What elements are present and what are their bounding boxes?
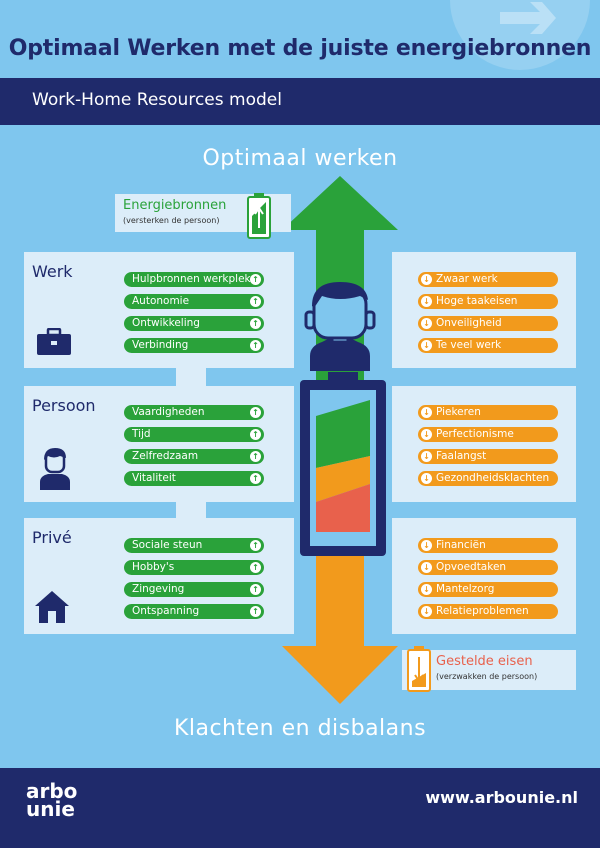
resource-pill: Ontwikkeling↑ [124,316,264,331]
battery-draining-icon [407,646,431,692]
house-icon [35,591,69,623]
resource-pill: Zingeving↑ [124,582,264,597]
person-head-icon [304,282,376,371]
resource-pill: Hulpbronnen werkplek↑ [124,272,264,287]
arrow-down-icon: ↓ [421,407,432,418]
gestelde-eisen-title: Gestelde eisen [436,654,533,669]
energiebronnen-sub: (versterken de persoon) [123,216,220,225]
arrow-down-icon: ↓ [421,584,432,595]
energiebronnen-title: Energiebronnen [123,198,227,213]
resource-pill: Ontspanning↑ [124,604,264,619]
subtitle-band [0,78,600,125]
demand-pill: ↓Gezondheidsklachten [418,471,558,486]
resource-pill: Hobby's↑ [124,560,264,575]
website-link[interactable]: www.arbounie.nl [425,788,578,807]
gestelde-eisen-sub: (verzwakken de persoon) [436,672,538,681]
battery-icon [300,372,386,556]
arrow-down-icon: ↓ [421,540,432,551]
category-werk-title: Werk [32,262,73,281]
arrow-up-icon: ↑ [250,274,261,285]
demand-pill: ↓Relatieproblemen [418,604,558,619]
arrow-down-icon: ↓ [421,318,432,329]
logo-line1: arbo [26,779,78,803]
battery-charging-icon [247,193,271,239]
demand-pill: ↓Piekeren [418,405,558,420]
resource-pill: Verbinding↑ [124,338,264,353]
briefcase-icon [37,328,71,355]
arrow-up-icon: ↑ [250,318,261,329]
person-icon [40,448,70,490]
arrow-right-icon [500,2,556,34]
arrow-up-icon: ↑ [250,540,261,551]
logo-line2: unie [26,797,75,821]
category-persoon-title: Persoon [32,396,96,415]
arrow-down-icon: ↓ [421,451,432,462]
arrow-up-icon: ↑ [250,606,261,617]
demand-pill: ↓Zwaar werk [418,272,558,287]
arrow-up-icon: ↑ [250,473,261,484]
arrow-down-icon: ↓ [421,562,432,573]
resource-pill: Vaardigheden↑ [124,405,264,420]
arrow-up-icon: ↑ [250,296,261,307]
arrow-up-icon: ↑ [250,340,261,351]
arrow-down-icon: ↓ [421,340,432,351]
top-label: Optimaal werken [202,146,398,171]
resource-pill: Autonomie↑ [124,294,264,309]
resource-pill: Zelfredzaam↑ [124,449,264,464]
arrow-down-icon: ↓ [421,296,432,307]
demand-pill: ↓Mantelzorg [418,582,558,597]
demand-pill: ↓Perfectionisme [418,427,558,442]
page-title: Optimaal Werken met de juiste energiebro… [8,36,592,61]
demand-pill: ↓Financiën [418,538,558,553]
resource-pill: Vitaliteit↑ [124,471,264,486]
arrow-down-icon: ↓ [421,429,432,440]
panel-connector [176,368,206,386]
footer [0,768,600,848]
panel-connector [176,502,206,518]
arrow-down-icon: ↓ [421,606,432,617]
demand-pill: ↓Hoge taakeisen [418,294,558,309]
resource-pill: Tijd↑ [124,427,264,442]
resource-pill: Sociale steun↑ [124,538,264,553]
arrow-up-icon: ↑ [250,407,261,418]
arrow-up-icon: ↑ [250,562,261,573]
category-prive-title: Privé [32,528,72,547]
demand-pill: ↓Onveiligheid [418,316,558,331]
page-subtitle: Work-Home Resources model [32,90,282,110]
arrow-up-icon: ↑ [250,429,261,440]
arrow-up-icon: ↑ [250,451,261,462]
demand-pill: ↓Faalangst [418,449,558,464]
demand-pill: ↓Opvoedtaken [418,560,558,575]
arrow-up-icon: ↑ [250,584,261,595]
arrow-down-icon: ↓ [421,274,432,285]
arrow-down-icon: ↓ [421,473,432,484]
demand-pill: ↓Te veel werk [418,338,558,353]
bottom-label: Klachten en disbalans [173,716,427,741]
